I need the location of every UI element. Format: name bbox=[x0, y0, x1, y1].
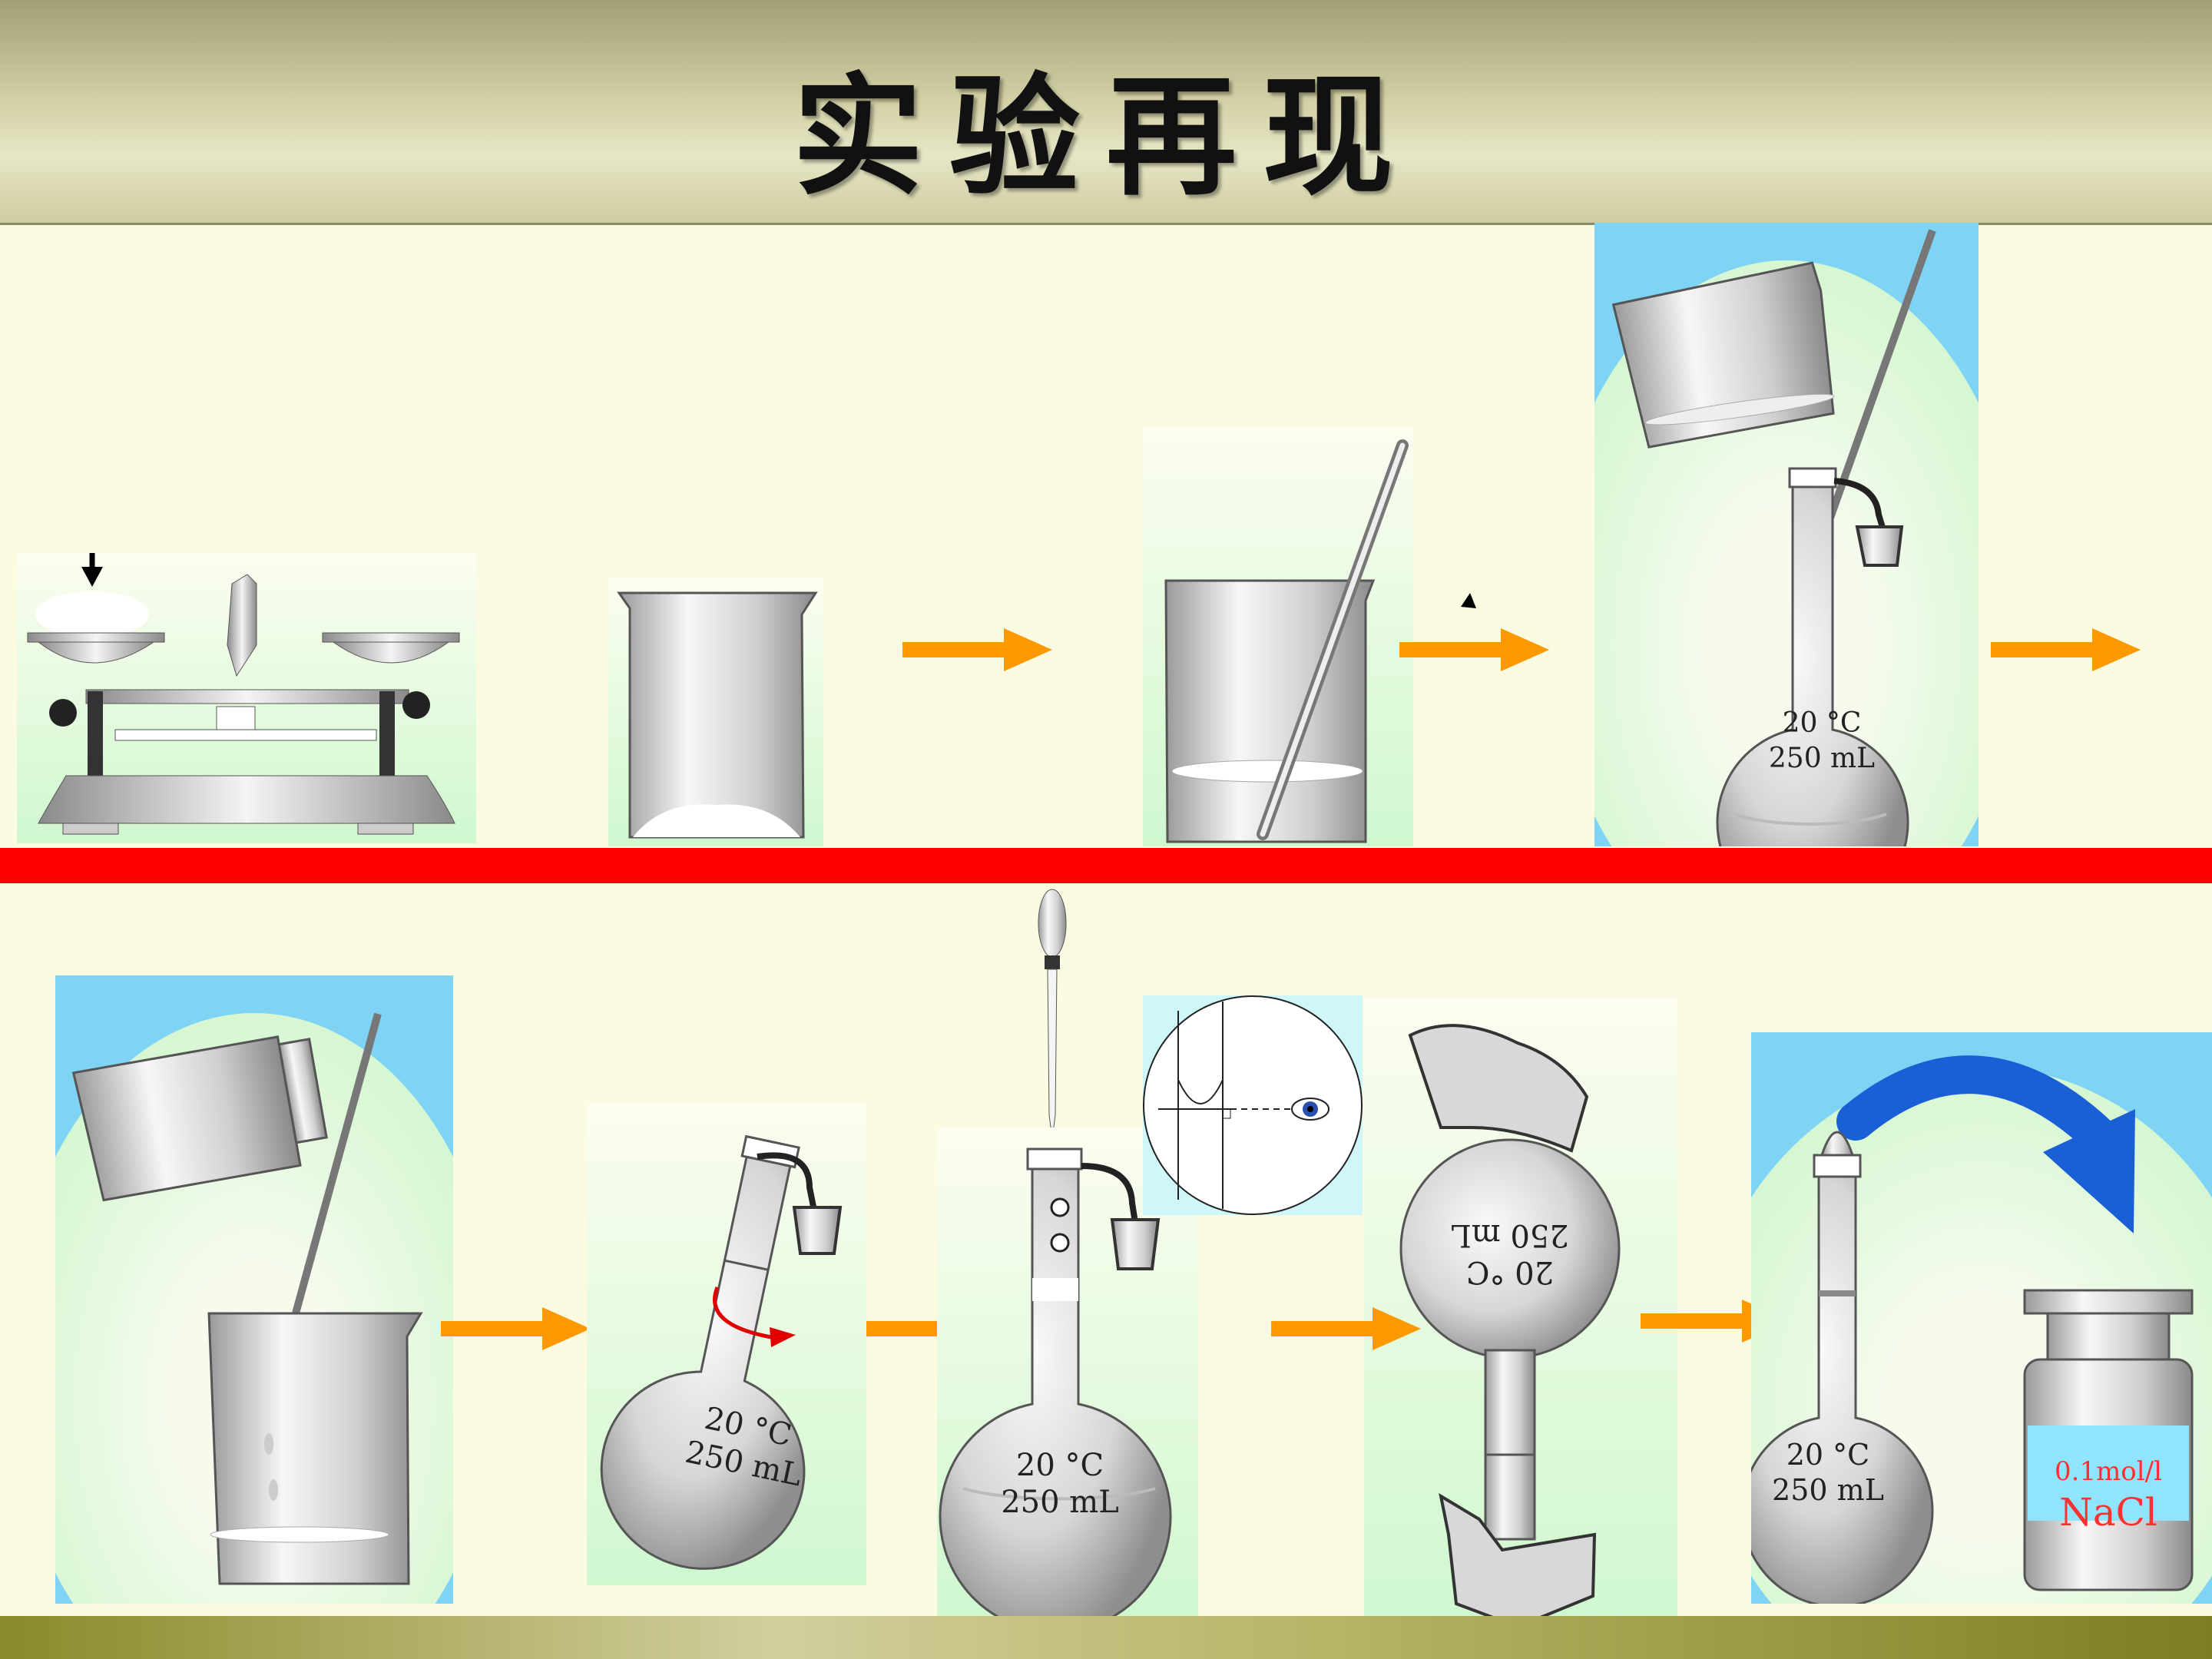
bottle-label-concentration: 0.1mol/l bbox=[2028, 1456, 2189, 1487]
flask-label-temp: 20 °C bbox=[1760, 708, 1883, 739]
balance-icon bbox=[17, 553, 476, 843]
bottle-label-substance: NaCl bbox=[2028, 1490, 2189, 1535]
step-arrow bbox=[902, 628, 1052, 671]
stirring-panel bbox=[1143, 427, 1413, 846]
swirl-flask-icon bbox=[587, 1103, 866, 1585]
dropper-icon bbox=[1029, 885, 1075, 1140]
step-arrow bbox=[1991, 628, 2141, 671]
flask-label-temp: 20 °C bbox=[1751, 1439, 1905, 1472]
flask-label-volume: 250 mL bbox=[1751, 1475, 1905, 1507]
flask-label-temp: 20 °C bbox=[1433, 1255, 1587, 1289]
flask-label-temp: 20 °C bbox=[983, 1449, 1137, 1482]
step-arrow bbox=[1399, 628, 1549, 671]
swirl-panel: 20 °C 250 mL bbox=[587, 1103, 866, 1585]
beaker-with-solid-icon bbox=[608, 578, 823, 846]
balance-panel bbox=[17, 553, 476, 843]
bottle-panel: 20 °C 250 mL 0.1mol/l NaCl bbox=[1751, 1032, 2212, 1604]
footer-bar bbox=[0, 1616, 2212, 1659]
flask-label-volume: 250 mL bbox=[1433, 1218, 1587, 1252]
flask-label-volume: 250 mL bbox=[1760, 743, 1883, 774]
rinse-beaker-icon bbox=[55, 975, 453, 1604]
step-arrow bbox=[441, 1307, 591, 1350]
meniscus-panel bbox=[1143, 995, 1363, 1215]
title-bar: 实验再现 bbox=[0, 0, 2212, 225]
flask-label-volume: 250 mL bbox=[983, 1485, 1137, 1519]
beaker-solid-panel bbox=[608, 578, 823, 846]
beaker-stirring-icon bbox=[1143, 427, 1413, 846]
transfer-panel: 20 °C 250 mL bbox=[1594, 223, 1979, 846]
step-arrow bbox=[1271, 1307, 1421, 1350]
rinse-panel bbox=[55, 975, 453, 1604]
row-divider bbox=[0, 848, 2212, 883]
meniscus-view-icon bbox=[1143, 995, 1363, 1215]
small-marker-icon bbox=[1458, 591, 1478, 610]
page-title: 实验再现 bbox=[0, 31, 2212, 220]
